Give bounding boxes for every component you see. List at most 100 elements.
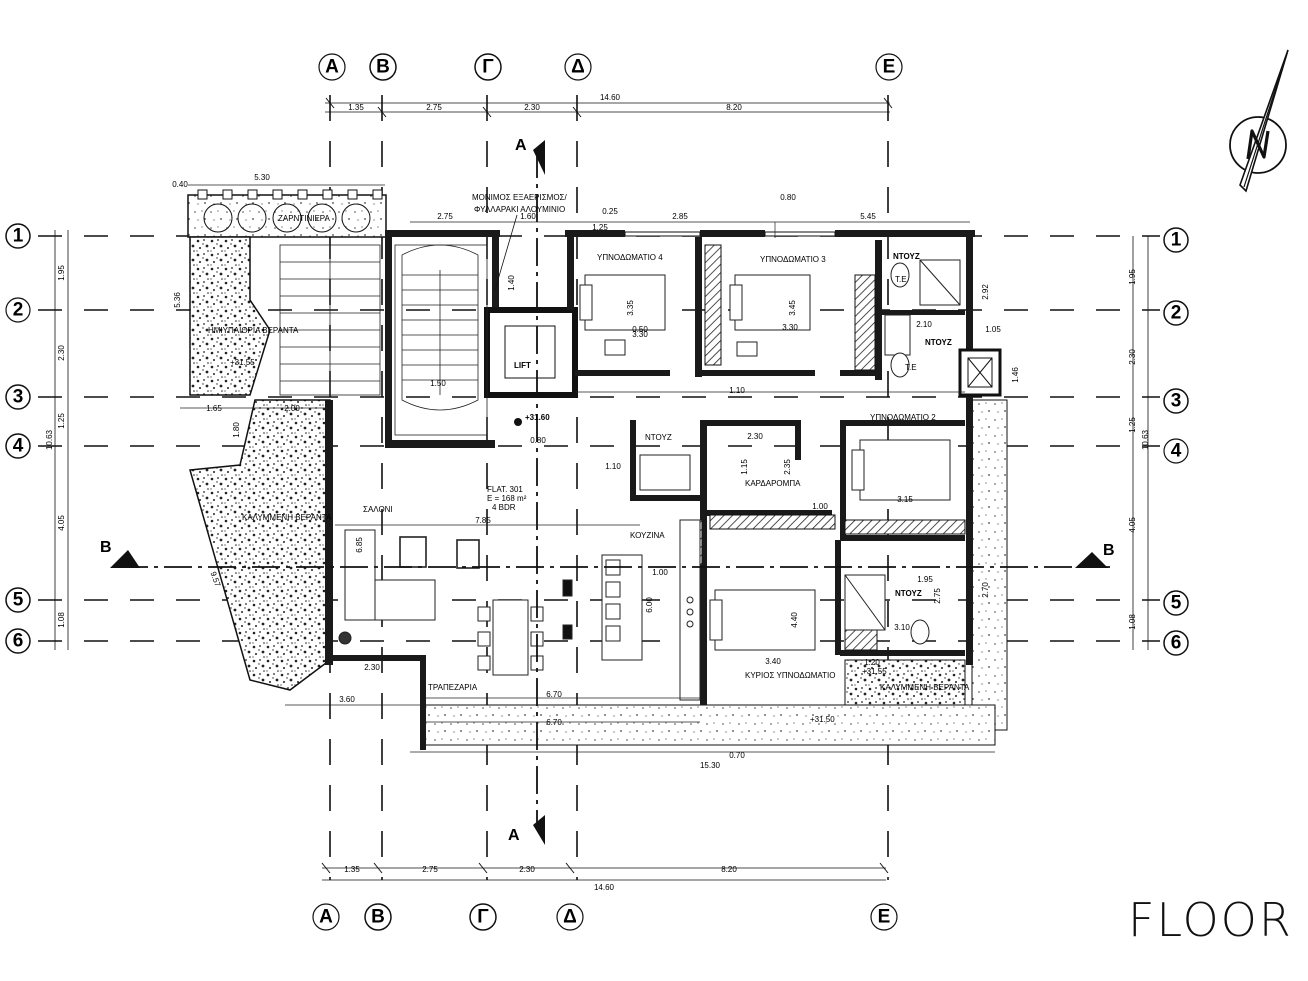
svg-text:3.30: 3.30 [632,330,648,339]
svg-text:0.25: 0.25 [602,207,618,216]
svg-text:2.10: 2.10 [916,320,932,329]
section-cut-lines: A A B B [100,137,1115,845]
svg-text:1.08: 1.08 [57,612,66,628]
svg-text:1.25: 1.25 [57,413,66,429]
svg-text:0.80: 0.80 [530,436,546,445]
label-veranda-right: ΚΑΛΥΜΜΕΝΗ ΒΕΡΑΝΤΑ [880,683,970,692]
col-label-g-bottom: Γ [477,907,489,928]
label-dining-room: ΤΡΑΠΕΖΑΡΙΑ [428,683,478,692]
row-label-6-right: 6 [1171,633,1182,654]
svg-text:3.40: 3.40 [765,657,781,666]
svg-text:3.45: 3.45 [788,300,797,316]
row-label-1: 1 [13,226,24,247]
svg-text:1.95: 1.95 [1128,269,1137,285]
row-bubbles-right: 1 2 3 4 5 6 [1163,227,1189,656]
note-level-3: +31.50 [810,715,835,724]
svg-text:6.70: 6.70 [546,718,562,727]
svg-text:2.30: 2.30 [364,663,380,672]
svg-text:7.85: 7.85 [475,516,491,525]
row-label-3-right: 3 [1171,391,1182,412]
row-label-1-right: 1 [1171,230,1182,251]
svg-text:4.05: 4.05 [1128,517,1137,533]
row-label-2-right: 2 [1171,303,1182,324]
svg-text:1.35: 1.35 [348,103,364,112]
svg-text:1.10: 1.10 [729,386,745,395]
label-planter: ΖΑΡΝΤΙΝΙΕΡΑ [278,214,331,223]
svg-text:1.80: 1.80 [232,422,241,438]
svg-text:2.75: 2.75 [422,865,438,874]
note-fixed-shading-2: ΦΥΛΛΑΡΑΚΙ ΑΛΟΥΜΙΝΙΟ [474,205,565,214]
note-level-2: +31.55 [230,358,255,367]
svg-text:6.70: 6.70 [546,690,562,699]
svg-text:2.30: 2.30 [1128,349,1137,365]
svg-text:1.25: 1.25 [1128,417,1137,433]
page-title: FLOOR [1128,893,1293,947]
label-shower-1: ΝΤΟΥΖ [893,252,920,261]
label-wc-2: Τ.Ε [905,363,917,372]
svg-text:1.95: 1.95 [57,265,66,281]
svg-text:5.36: 5.36 [173,292,182,308]
room-labels: ΥΠΝΟΔΩΜΑΤΙΟ 4 ΥΠΝΟΔΩΜΑΤΙΟ 3 ΥΠΝΟΔΩΜΑΤΙΟ … [208,214,970,692]
row-label-6: 6 [13,631,24,652]
row-bubbles-left: 1 2 3 4 5 6 [5,223,31,654]
svg-text:4.40: 4.40 [790,612,799,628]
bottom-dimension-chain: 1.35 2.75 2.30 8.20 14.60 [321,862,889,892]
row-label-5-right: 5 [1171,593,1182,614]
svg-text:2.30: 2.30 [519,865,535,874]
svg-text:1.50: 1.50 [430,379,446,388]
svg-text:1.10: 1.10 [605,462,621,471]
label-living-room: ΣΑΛΟΝΙ [363,505,393,514]
svg-text:14.60: 14.60 [600,93,621,102]
svg-text:6.85: 6.85 [355,537,364,553]
svg-text:0.40: 0.40 [172,180,188,189]
col-label-e: Ε [883,57,896,78]
svg-text:1.00: 1.00 [812,502,828,511]
col-label-b-bottom: Β [371,907,385,928]
row-label-4-right: 4 [1171,441,1182,462]
svg-text:0.50: 0.50 [632,325,648,334]
svg-text:2.30: 2.30 [524,103,540,112]
svg-text:4.05: 4.05 [57,515,66,531]
label-bedroom-3: ΥΠΝΟΔΩΜΑΤΙΟ 3 [760,255,826,264]
svg-text:1.00: 1.00 [652,568,668,577]
col-label-a-bottom: Α [319,907,333,928]
svg-text:2.75: 2.75 [426,103,442,112]
section-label-a-top: A [515,137,527,154]
svg-text:1.35: 1.35 [344,865,360,874]
label-master-bedroom-1: ΚΥΡΙΟΣ ΥΠΝΟΔΩΜΑΤΙΟ [745,671,835,680]
svg-text:1.05: 1.05 [985,325,1001,334]
svg-text:1.60: 1.60 [520,212,536,221]
north-arrow-icon [1229,49,1289,193]
svg-text:1.65: 1.65 [206,404,222,413]
label-shower-4: ΝΤΟΥΖ [895,589,922,598]
label-wc-1: Τ.Ε [895,275,907,284]
svg-text:2.75: 2.75 [437,212,453,221]
svg-text:15.30: 15.30 [700,761,721,770]
column-bubbles-bottom: Α Β Γ Δ Ε [312,903,898,931]
svg-text:2.70: 2.70 [981,582,990,598]
left-dimension-chain: 1.95 2.30 1.25 4.05 1.08 10.63 [45,230,69,650]
svg-text:8.20: 8.20 [721,865,737,874]
label-veranda-top: ΗΜΙΥΠΑΙΘΡΙΑ ΒΕΡΑΝΤΑ [208,326,299,335]
right-dimension-chain: 1.95 2.30 1.25 4.05 1.08 10.63 [1128,236,1150,650]
svg-text:6.00: 6.00 [645,597,654,613]
furniture [338,259,961,701]
col-label-d-bottom: Δ [563,907,577,928]
note-level-4: +31.55 [862,667,887,676]
section-marker-icon [110,140,1108,845]
top-dimension-chain: 1.35 2.75 2.30 8.20 14.60 [325,93,893,118]
svg-text:0.70: 0.70 [729,751,745,760]
svg-text:0.80: 0.80 [780,193,796,202]
svg-text:10.63: 10.63 [45,429,54,450]
svg-text:14.60: 14.60 [594,883,615,892]
column-bubbles-top: Α Β Γ Δ Ε [318,53,903,81]
row-label-3: 3 [13,387,24,408]
svg-text:3.60: 3.60 [339,695,355,704]
note-fixed-shading: ΜΟΝΙΜΟΣ ΕΞΑΕΡΙΣΜΟΣ/ [472,193,567,202]
svg-text:1.40: 1.40 [507,275,516,291]
svg-text:2.30: 2.30 [57,345,66,361]
svg-text:3.35: 3.35 [626,300,635,316]
row-label-2: 2 [13,300,24,321]
svg-text:10.63: 10.63 [1141,429,1150,450]
